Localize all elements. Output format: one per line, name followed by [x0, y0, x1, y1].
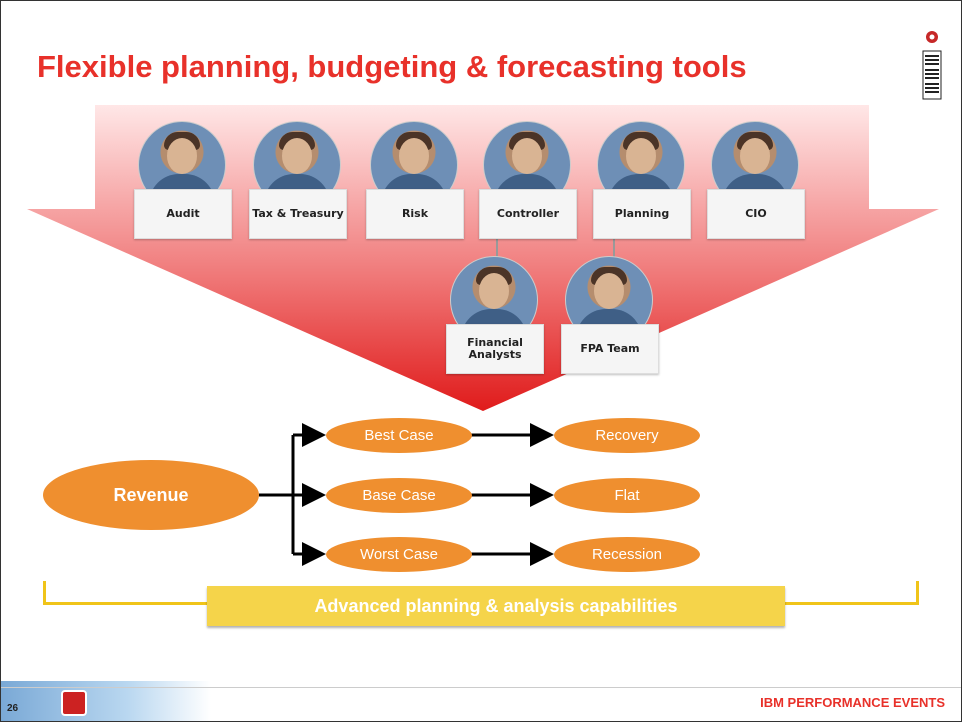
- person-controller: Controller: [479, 121, 577, 239]
- revenue-oval: Revenue: [43, 460, 259, 530]
- slide-number: 26: [7, 703, 19, 714]
- person-label: FPA Team: [561, 324, 659, 374]
- person-label: Risk: [366, 189, 464, 239]
- footer-divider: [1, 687, 961, 688]
- connector-planning: [613, 236, 615, 266]
- person-label: Tax & Treasury: [249, 189, 347, 239]
- recession-oval: Recession: [554, 537, 700, 572]
- ibm-logo: [922, 31, 942, 100]
- ibm-event-icon: [61, 690, 87, 716]
- recovery-oval: Recovery: [554, 418, 700, 453]
- flat-oval: Flat: [554, 478, 700, 513]
- footer-event-name: IBM PERFORMANCE EVENTS: [760, 695, 945, 710]
- connector-controller: [496, 236, 498, 266]
- worst-case-oval: Worst Case: [326, 537, 472, 572]
- person-planning: Planning: [593, 121, 691, 239]
- person-label: Financial Analysts: [446, 324, 544, 374]
- person-financial-analysts: Financial Analysts: [446, 256, 544, 374]
- person-label: Planning: [593, 189, 691, 239]
- slide-title: Flexible planning, budgeting & forecasti…: [37, 49, 747, 84]
- person-cio: CIO: [707, 121, 805, 239]
- person-fpa-team: FPA Team: [561, 256, 659, 374]
- base-case-oval: Base Case: [326, 478, 472, 513]
- capabilities-bar: Advanced planning & analysis capabilitie…: [207, 586, 785, 626]
- person-tax-treasury: Tax & Treasury: [249, 121, 347, 239]
- person-risk: Risk: [366, 121, 464, 239]
- person-label: Controller: [479, 189, 577, 239]
- person-label: Audit: [134, 189, 232, 239]
- person-audit: Audit: [134, 121, 232, 239]
- person-label: CIO: [707, 189, 805, 239]
- best-case-oval: Best Case: [326, 418, 472, 453]
